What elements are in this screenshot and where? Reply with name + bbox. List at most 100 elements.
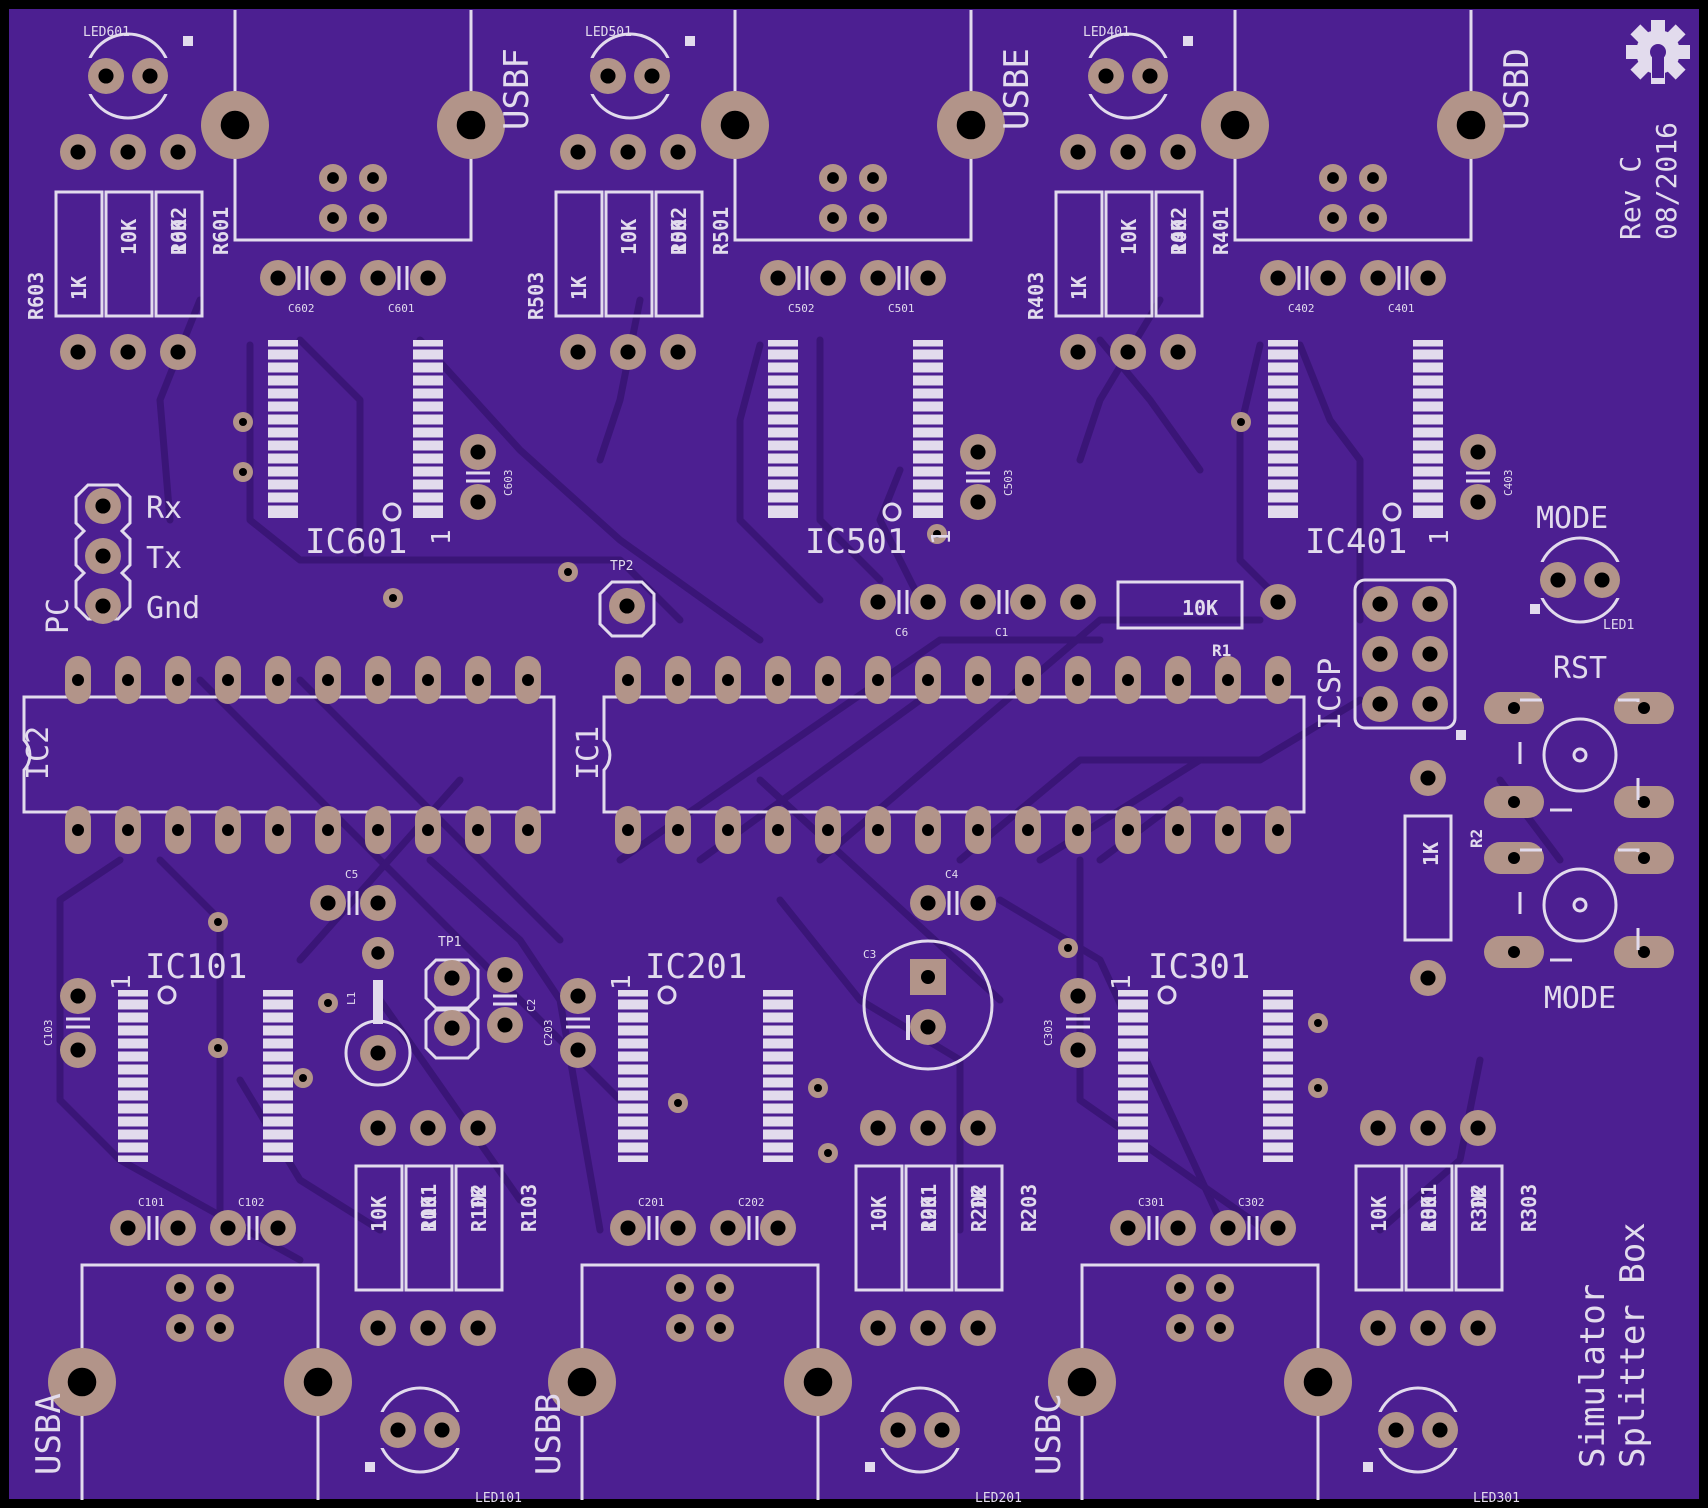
- resistor-value: 10K: [417, 1196, 441, 1232]
- resistor-value: 1K: [1419, 842, 1443, 866]
- dip-pad: [1115, 656, 1141, 704]
- resistor-block: [854, 1164, 1004, 1292]
- test-point-tp1: [424, 958, 480, 1060]
- usb-label: USBD: [1497, 48, 1537, 130]
- resistor-label: R402: [1167, 207, 1191, 255]
- led-label: LED301: [1473, 1491, 1520, 1506]
- pad: [910, 1110, 946, 1146]
- pad: [1410, 760, 1446, 796]
- dip-pad: [65, 806, 91, 854]
- dip-pad: [815, 656, 841, 704]
- dip-pad: [715, 806, 741, 854]
- resistor-value: 10K: [917, 1196, 941, 1232]
- pad: [910, 260, 946, 296]
- dip-pad: [715, 656, 741, 704]
- revision-label: Rev C: [1614, 156, 1647, 240]
- cap-label: C601: [388, 302, 415, 315]
- resistor-value: 1K: [1467, 1186, 1491, 1210]
- pad: [362, 937, 394, 969]
- dip-pad: [865, 806, 891, 854]
- pad: [1319, 204, 1347, 232]
- via: [293, 1068, 313, 1088]
- revision-date: 08/2016: [1650, 122, 1683, 240]
- pad: [760, 1210, 796, 1246]
- pad: [666, 1274, 694, 1302]
- pin1-dot: [157, 985, 177, 1005]
- resistor-value: 10K: [1117, 219, 1141, 255]
- pad: [1412, 586, 1448, 622]
- dip-pad: [265, 656, 291, 704]
- via: [1308, 1013, 1328, 1033]
- tactile-button: [1484, 842, 1674, 968]
- pad: [460, 484, 496, 520]
- pad: [1210, 1210, 1246, 1246]
- pad: [860, 1310, 896, 1346]
- dip-pad: [915, 656, 941, 704]
- resistor-label: R601: [209, 207, 233, 255]
- led-label: LED601: [83, 25, 130, 40]
- l1-label: L1: [345, 992, 358, 1005]
- ic-label: IC301: [1148, 947, 1250, 987]
- resistor-value: 10K: [867, 1196, 891, 1232]
- via: [1231, 412, 1251, 432]
- via: [233, 412, 253, 432]
- pad: [1362, 586, 1398, 622]
- resistor-label: R302: [1467, 1184, 1491, 1232]
- resistor-label: R503: [524, 272, 548, 320]
- cap-label: C302: [1238, 1196, 1265, 1209]
- pin1-mark: 1: [607, 974, 637, 990]
- pad: [960, 885, 996, 921]
- pad: [460, 434, 496, 470]
- dip-pad: [665, 806, 691, 854]
- pad: [560, 978, 596, 1014]
- cap-label: C102: [238, 1196, 265, 1209]
- cap-label: C403: [1502, 470, 1515, 497]
- dip-pad: [615, 656, 641, 704]
- pad: [660, 1210, 696, 1246]
- via: [318, 993, 338, 1013]
- pad: [210, 1210, 246, 1246]
- dip-pad: [465, 656, 491, 704]
- pad: [437, 91, 505, 159]
- dip-pad: [815, 806, 841, 854]
- cap-label: C5: [345, 868, 358, 881]
- resistor-block: [1054, 190, 1204, 318]
- pad: [260, 260, 296, 296]
- pad: [1132, 58, 1168, 94]
- pad: [460, 1310, 496, 1346]
- dip-pad: [1165, 806, 1191, 854]
- pad: [360, 260, 396, 296]
- dip-pad: [665, 656, 691, 704]
- pad: [424, 1412, 460, 1448]
- usb-label: USBC: [1029, 1393, 1069, 1475]
- pin1-mark: 1: [1425, 529, 1455, 545]
- dip-pad: [365, 656, 391, 704]
- pad: [810, 260, 846, 296]
- pad: [166, 1274, 194, 1302]
- pad: [1460, 1310, 1496, 1346]
- pin1-mark: 1: [107, 974, 137, 990]
- dip-pad: [365, 806, 391, 854]
- dip-pad: [765, 656, 791, 704]
- soic-ic: [768, 340, 798, 518]
- dip-pad: [1215, 806, 1241, 854]
- pad: [1437, 91, 1505, 159]
- resistor-label: R103: [517, 1184, 541, 1232]
- pad: [960, 1110, 996, 1146]
- ic-label: IC601: [305, 522, 407, 562]
- via: [927, 524, 947, 544]
- pad: [910, 1310, 946, 1346]
- pad: [859, 164, 887, 192]
- dip-pad: [1015, 656, 1041, 704]
- cap-label: C501: [888, 302, 915, 315]
- pad: [560, 334, 596, 370]
- pad: [910, 1009, 946, 1045]
- pad: [1060, 584, 1096, 620]
- resistor-value: 10K: [1367, 1196, 1391, 1232]
- pad: [706, 1314, 734, 1342]
- pad: [560, 1032, 596, 1068]
- led-label: LED101: [475, 1491, 522, 1506]
- led-label: LED1: [1603, 618, 1634, 633]
- pad: [487, 1007, 523, 1043]
